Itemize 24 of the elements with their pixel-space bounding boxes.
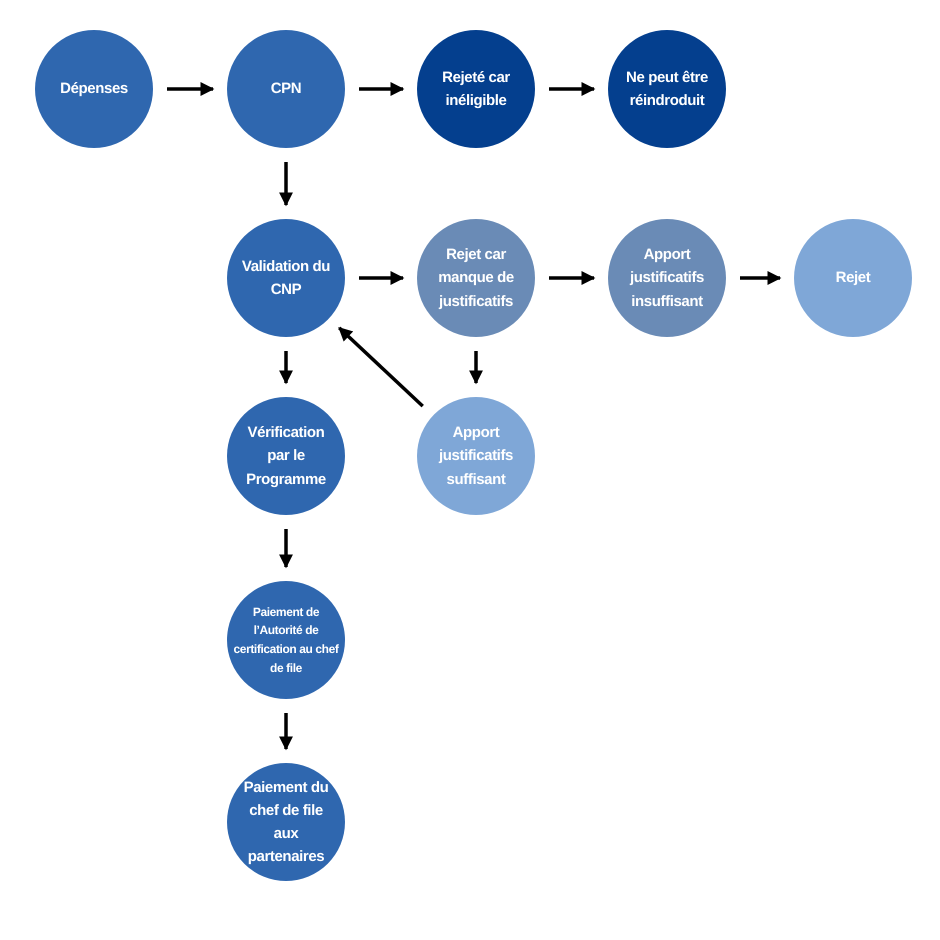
node-label: Apport justificatifs suffisant: [438, 423, 514, 490]
node-label: Paiement de l’Autorité de certification au chef de file: [232, 604, 340, 677]
arrow: [279, 162, 293, 206]
arrow: [359, 82, 404, 96]
node-label: Dépenses: [59, 79, 129, 100]
arrow: [469, 351, 483, 384]
arrow: [167, 82, 214, 96]
arrow: [279, 351, 293, 384]
arrow: [549, 82, 596, 96]
node-label: Ne peut être réindroduit: [625, 68, 709, 111]
arrow: [279, 529, 293, 568]
node-label: Rejet: [834, 268, 872, 288]
arrow: [740, 271, 782, 285]
node-label: Validation du CNP: [240, 256, 332, 300]
arrow: [549, 271, 596, 285]
arrow: [359, 271, 404, 285]
arrow: [338, 326, 424, 408]
node-label: CPN: [270, 79, 302, 100]
node-label: Rejet car manque de justificatifs: [437, 245, 515, 312]
node-label: Paiement du chef de file aux partenaires: [242, 778, 330, 868]
node-label: Apport justificatifs insuffisant: [628, 245, 705, 312]
node-label: Vérification par le Programme: [245, 423, 327, 490]
node-label: Rejeté car inéligible: [441, 68, 511, 111]
arrow: [279, 713, 293, 750]
